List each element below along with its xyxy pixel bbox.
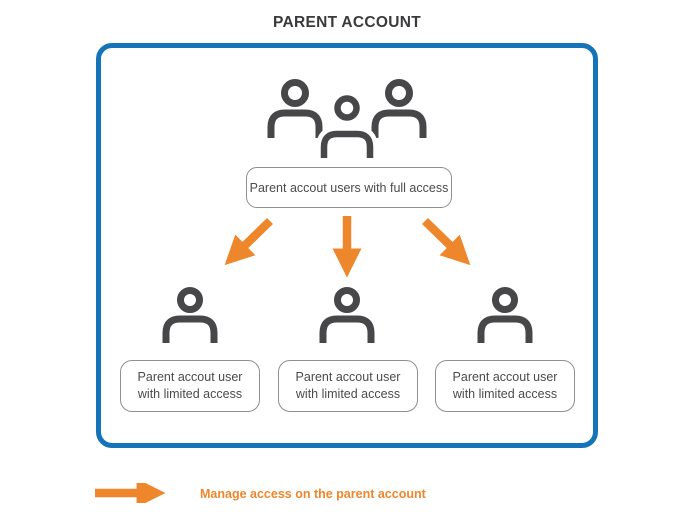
limited-access-label: Parent accout user with limited access — [452, 369, 558, 402]
arrow-down-right-icon — [422, 217, 471, 266]
limited-access-box: Parent accout user with limited access — [435, 360, 575, 412]
diagram-title: PARENT ACCOUNT — [273, 14, 421, 31]
arrow-down-left-icon — [224, 217, 273, 266]
limited-access-box: Parent accout user with limited access — [120, 360, 260, 412]
users-group-icon — [267, 79, 427, 158]
limited-access-label: Parent accout user with limited access — [295, 369, 401, 402]
user-icon — [319, 287, 375, 343]
user-icon — [162, 287, 218, 343]
right-arrow-icon — [95, 483, 166, 503]
branch-arrows — [224, 216, 471, 278]
limited-access-label: Parent accout user with limited access — [137, 369, 243, 402]
limited-access-box: Parent accout user with limited access — [278, 360, 418, 412]
full-access-label: Parent accout users with full access — [249, 180, 449, 195]
legend-label: Manage access on the parent account — [200, 487, 426, 501]
full-access-box: Parent accout users with full access — [246, 167, 452, 208]
user-icon — [477, 287, 533, 343]
